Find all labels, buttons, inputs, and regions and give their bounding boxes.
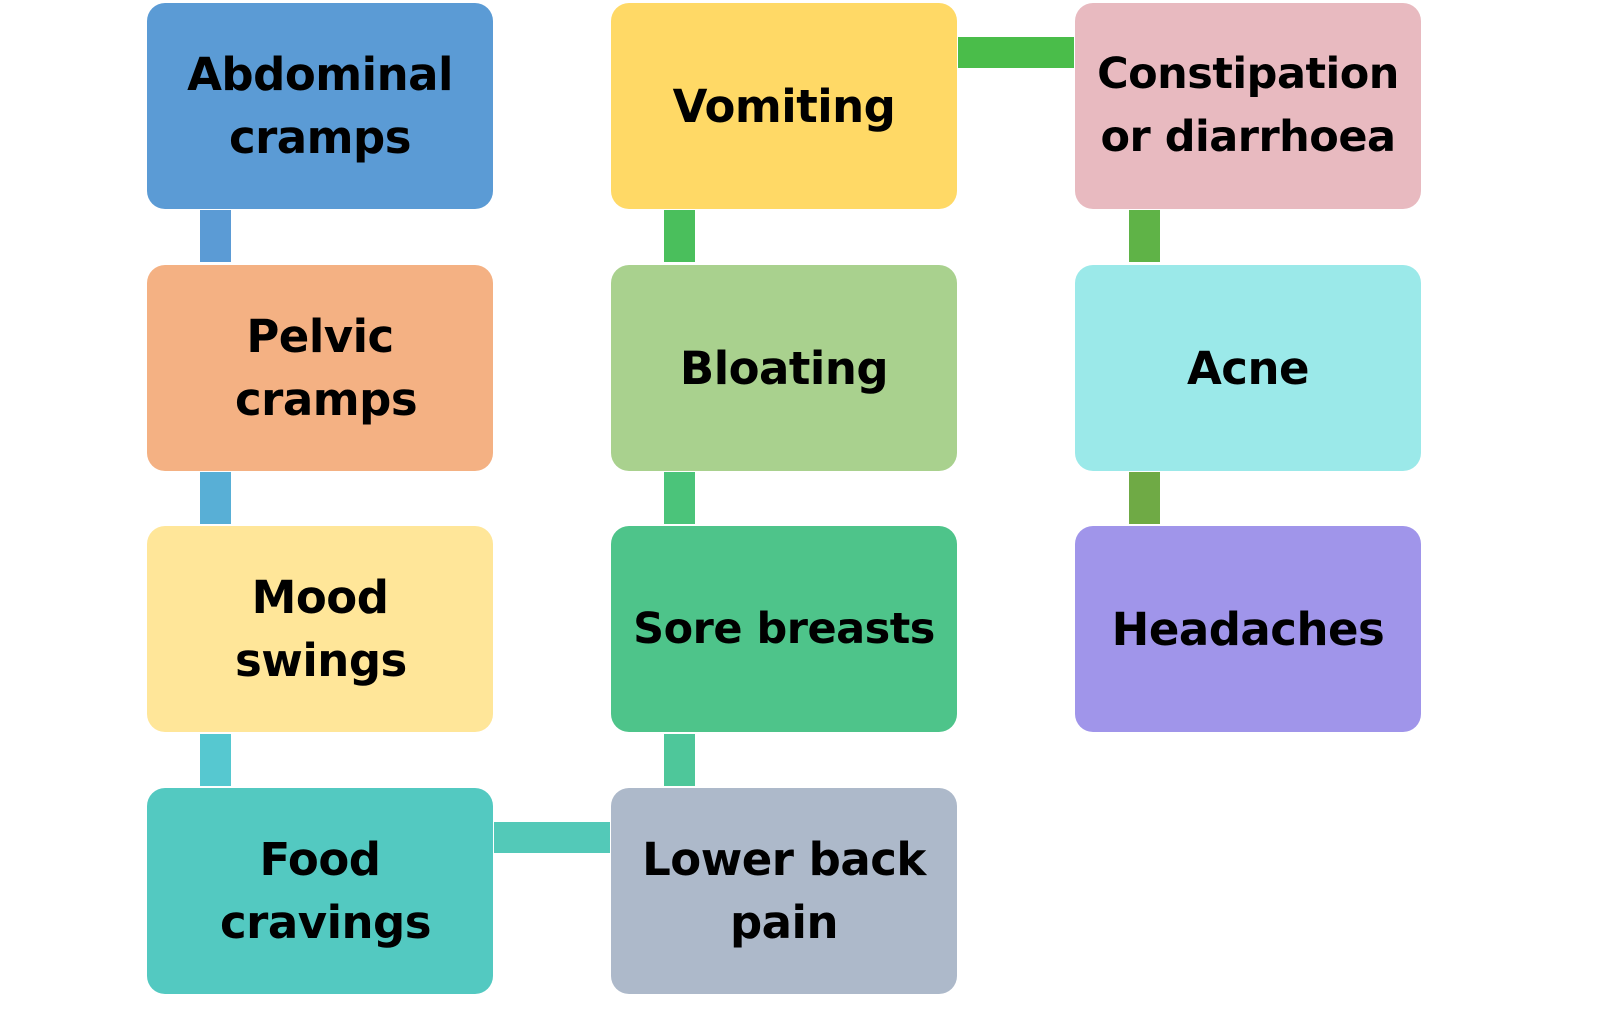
node-pelvic-cramps: Pelvic cramps [147,265,493,471]
node-acne: Acne [1075,265,1421,471]
connector-vomiting-constipation [958,37,1074,68]
node-constipation-or-diarrhoea: Constipation or diarrhoea [1075,3,1421,209]
connector-acne-headaches [1129,472,1160,524]
connector-pelvic-mood [200,472,231,524]
node-abdominal-cramps: Abdominal cramps [147,3,493,209]
node-lower-back-pain: Lower back pain [611,788,957,994]
node-food-cravings: Food cravings [147,788,493,994]
node-vomiting: Vomiting [611,3,957,209]
connector-food-lowerback [494,822,610,853]
connector-bloating-vomiting [664,210,695,262]
connector-sore-bloating [664,472,695,524]
node-bloating: Bloating [611,265,957,471]
connector-lowerback-sore [664,734,695,786]
node-sore-breasts: Sore breasts [611,526,957,732]
node-headaches: Headaches [1075,526,1421,732]
node-mood-swings: Mood swings [147,526,493,732]
connector-abdominal-pelvic [200,210,231,262]
connector-mood-food [200,734,231,786]
connector-constipation-acne [1129,210,1160,262]
